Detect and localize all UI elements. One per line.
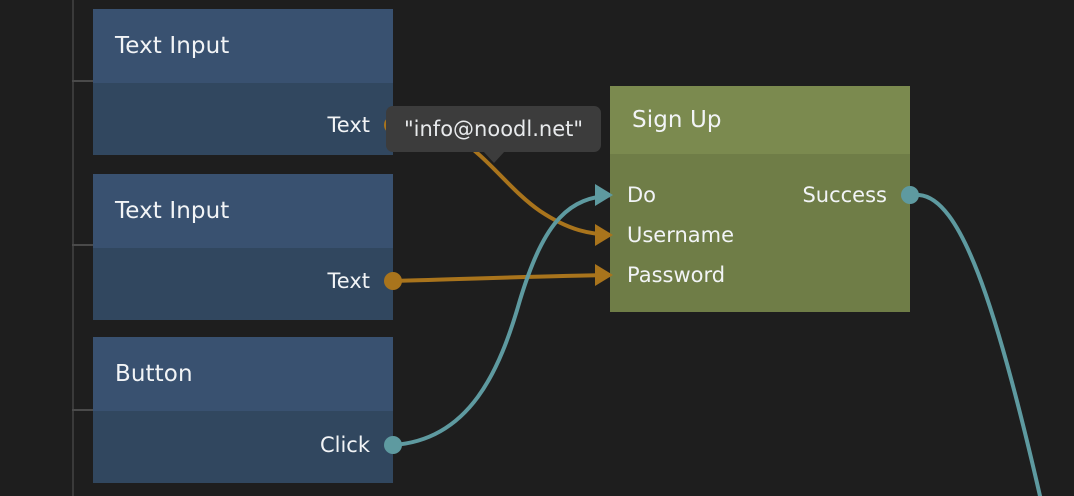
value-tooltip-text: "info@noodl.net": [404, 117, 584, 141]
output-port-label: Click: [319, 433, 370, 457]
node-tree-tick-1: [72, 80, 94, 82]
node-header[interactable]: Text Input: [93, 9, 393, 83]
output-port-label: Text: [327, 113, 370, 137]
output-port-connector-dot-icon[interactable]: [901, 186, 919, 204]
input-port-password[interactable]: Password: [595, 263, 726, 287]
output-port-text[interactable]: Text: [327, 269, 402, 293]
connection-success-out[interactable]: [917, 193, 1042, 496]
node-button[interactable]: Button Click: [93, 337, 402, 483]
node-text-input-1[interactable]: Text Input Text: [93, 9, 402, 155]
output-port-text[interactable]: Text: [327, 113, 402, 137]
node-text-input-2[interactable]: Text Input Text: [93, 174, 402, 320]
node-title: Text Input: [115, 33, 230, 59]
input-port-connector-arrow-icon[interactable]: [595, 264, 613, 286]
node-body: Click: [93, 411, 402, 483]
input-port-label: Username: [627, 223, 735, 247]
output-port-connector-dot-icon[interactable]: [384, 436, 402, 454]
output-port-label: Success: [802, 183, 887, 207]
connection-text2-to-password[interactable]: [391, 273, 614, 283]
input-port-connector-arrow-icon[interactable]: [595, 184, 613, 206]
node-tree-spine: [72, 0, 74, 496]
node-body: Text: [93, 83, 402, 155]
input-port-connector-arrow-icon[interactable]: [595, 224, 613, 246]
node-title: Button: [115, 361, 193, 387]
node-body: Do Username Password Success: [595, 154, 919, 312]
node-tree-tick-2: [72, 244, 94, 246]
node-header[interactable]: Sign Up: [610, 86, 910, 154]
output-port-connector-dot-icon[interactable]: [384, 272, 402, 290]
output-port-label: Text: [327, 269, 370, 293]
node-title: Sign Up: [632, 107, 722, 133]
output-port-success[interactable]: Success: [802, 183, 919, 207]
value-tooltip-tail-icon: [482, 151, 505, 163]
node-title: Text Input: [115, 198, 230, 224]
value-tooltip: "info@noodl.net": [386, 106, 602, 163]
input-port-label: Do: [627, 183, 657, 207]
node-tree-tick-3: [72, 409, 94, 411]
connection-click-to-do[interactable]: [391, 193, 614, 447]
node-body: Text: [93, 248, 402, 320]
node-header[interactable]: Text Input: [93, 174, 393, 248]
input-port-do[interactable]: Do: [595, 183, 657, 207]
input-port-username[interactable]: Username: [595, 223, 735, 247]
node-sign-up[interactable]: Sign Up Do Username Password Success: [595, 86, 919, 312]
input-port-label: Password: [627, 263, 726, 287]
output-port-click[interactable]: Click: [319, 433, 402, 457]
node-header[interactable]: Button: [93, 337, 393, 411]
